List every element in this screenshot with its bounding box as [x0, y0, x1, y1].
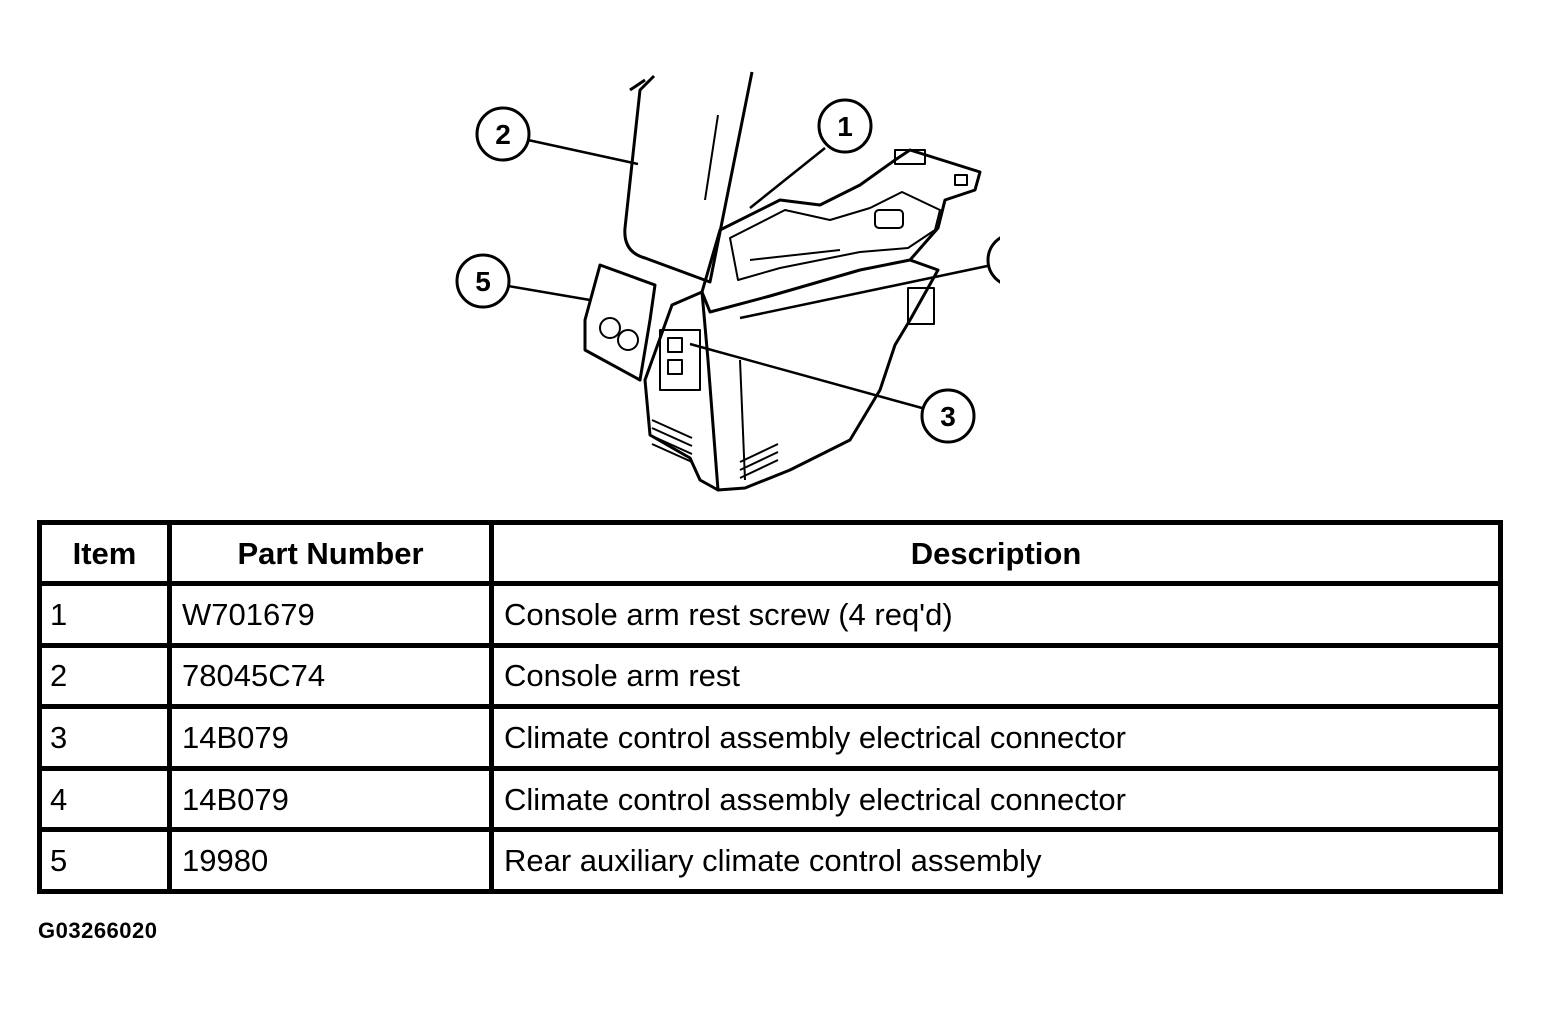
svg-text:3: 3 [940, 401, 956, 432]
leader-line-3 [689, 342, 923, 410]
table-row: 5 19980 Rear auxiliary climate control a… [37, 827, 1503, 894]
header-item: Item [37, 520, 172, 586]
item-cell: 4 [37, 765, 172, 833]
leader-line-4 [739, 263, 993, 320]
table-row: 4 14B079 Climate control assembly electr… [37, 765, 1503, 833]
callout-4: 4 [986, 236, 1000, 284]
part-number-cell: 78045C74 [167, 642, 494, 710]
part-number-cell: 19980 [167, 827, 494, 894]
table-row: 2 78045C74 Console arm rest [37, 642, 1503, 710]
parts-table: Item Part Number Description 1 W701679 C… [37, 520, 1503, 894]
description-cell: Rear auxiliary climate control assembly [489, 827, 1503, 894]
part-number-cell: 14B079 [167, 765, 494, 833]
item-cell: 1 [37, 581, 172, 648]
part-number-cell: 14B079 [167, 704, 494, 771]
leader-line-2 [527, 138, 639, 166]
figure-id: G03266020 [38, 918, 158, 943]
leader-lines [507, 138, 993, 410]
callout-1: 1 [817, 98, 873, 154]
table-row: 1 W701679 Console arm rest screw (4 req'… [37, 581, 1503, 648]
table-row: 3 14B079 Climate control assembly electr… [37, 704, 1503, 771]
table-header-row: Item Part Number Description [37, 520, 1503, 586]
leader-line-5 [507, 284, 591, 302]
console-drawing [583, 71, 982, 492]
description-cell: Climate control assembly electrical conn… [489, 765, 1503, 833]
callout-3: 3 [920, 388, 976, 444]
svg-text:1: 1 [837, 111, 853, 142]
item-cell: 5 [37, 827, 172, 894]
description-cell: Console arm rest [489, 642, 1503, 710]
callout-2: 2 [475, 106, 531, 162]
console-diagram: 1 2 3 4 5 [455, 71, 1000, 492]
callout-5: 5 [455, 253, 511, 309]
part-number-cell: W701679 [167, 581, 494, 648]
header-part-number: Part Number [167, 520, 494, 586]
svg-text:2: 2 [495, 119, 511, 150]
leader-line-1 [749, 147, 826, 209]
description-cell: Climate control assembly electrical conn… [489, 704, 1503, 771]
item-cell: 3 [37, 704, 172, 771]
svg-text:5: 5 [475, 266, 491, 297]
description-cell: Console arm rest screw (4 req'd) [489, 581, 1503, 648]
item-cell: 2 [37, 642, 172, 710]
header-description: Description [489, 520, 1503, 586]
